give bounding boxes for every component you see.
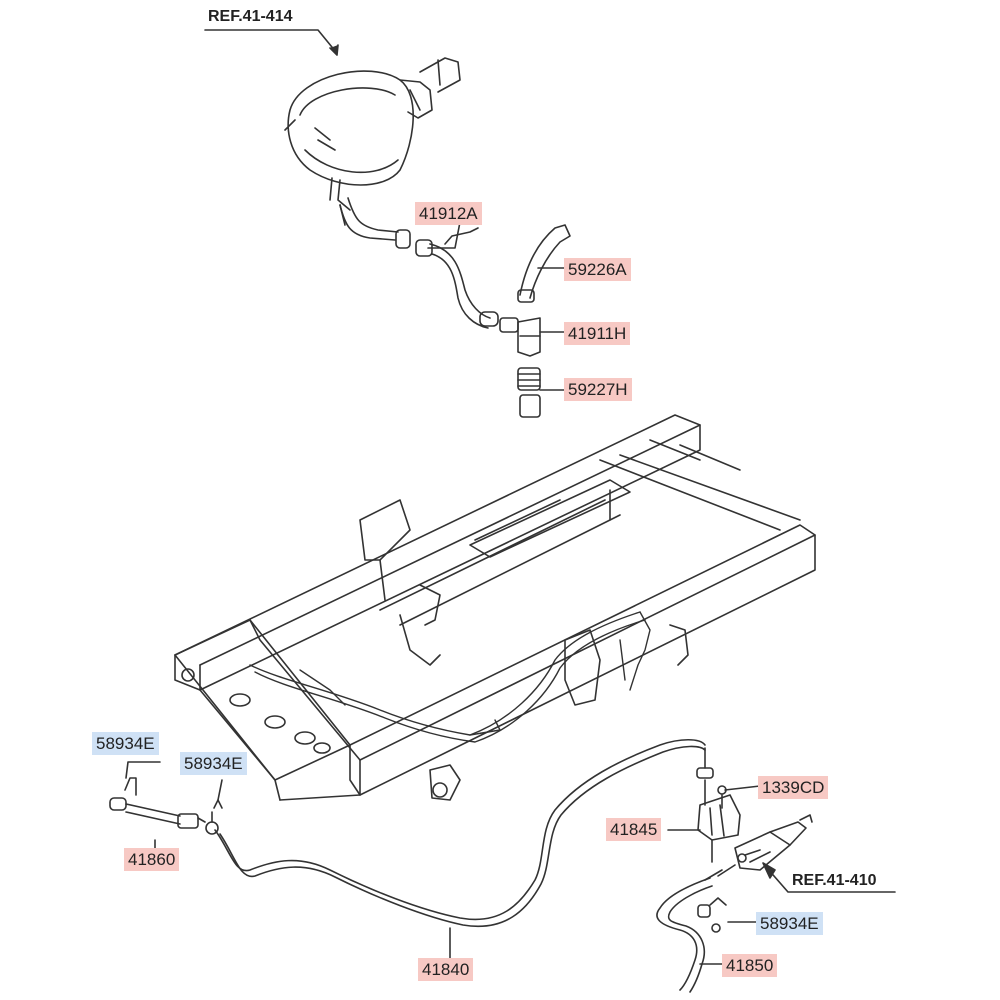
part-label-58934E-center[interactable]: 58934E bbox=[180, 752, 247, 775]
part-label-58934E-left[interactable]: 58934E bbox=[92, 732, 159, 755]
part-label-41911H[interactable]: 41911H bbox=[564, 322, 631, 345]
part-label-59227H[interactable]: 59227H bbox=[564, 378, 632, 401]
brake-booster bbox=[284, 57, 461, 226]
brake-pipe bbox=[214, 738, 714, 928]
clutch-cylinder bbox=[704, 814, 813, 881]
part-label-41912A[interactable]: 41912A bbox=[415, 202, 482, 225]
ref-top-label: REF.41-414 bbox=[208, 8, 293, 25]
part-label-41860[interactable]: 41860 bbox=[124, 848, 180, 871]
part-label-41850[interactable]: 41850 bbox=[722, 954, 778, 977]
frame-brake-lines bbox=[249, 611, 651, 743]
part-label-41840[interactable]: 41840 bbox=[418, 958, 474, 981]
lower-leaders bbox=[125, 761, 761, 965]
ref-top-leader bbox=[204, 29, 339, 56]
upper-leaders bbox=[427, 221, 566, 391]
part-label-58934E-right[interactable]: 58934E bbox=[756, 912, 823, 935]
clutch-hose bbox=[656, 877, 727, 993]
part-label-1339CD[interactable]: 1339CD bbox=[758, 776, 829, 799]
front-brake-hose bbox=[109, 777, 223, 835]
ref-bottom-label: REF.41-410 bbox=[792, 872, 877, 889]
part-label-41845[interactable]: 41845 bbox=[606, 818, 662, 841]
part-label-59226A[interactable]: 59226A bbox=[564, 258, 631, 281]
chassis-frame bbox=[174, 414, 816, 801]
ref-bottom-leader bbox=[762, 862, 896, 893]
brake-connector bbox=[697, 779, 741, 863]
vacuum-hose bbox=[339, 197, 499, 329]
hose-tee bbox=[499, 224, 571, 418]
